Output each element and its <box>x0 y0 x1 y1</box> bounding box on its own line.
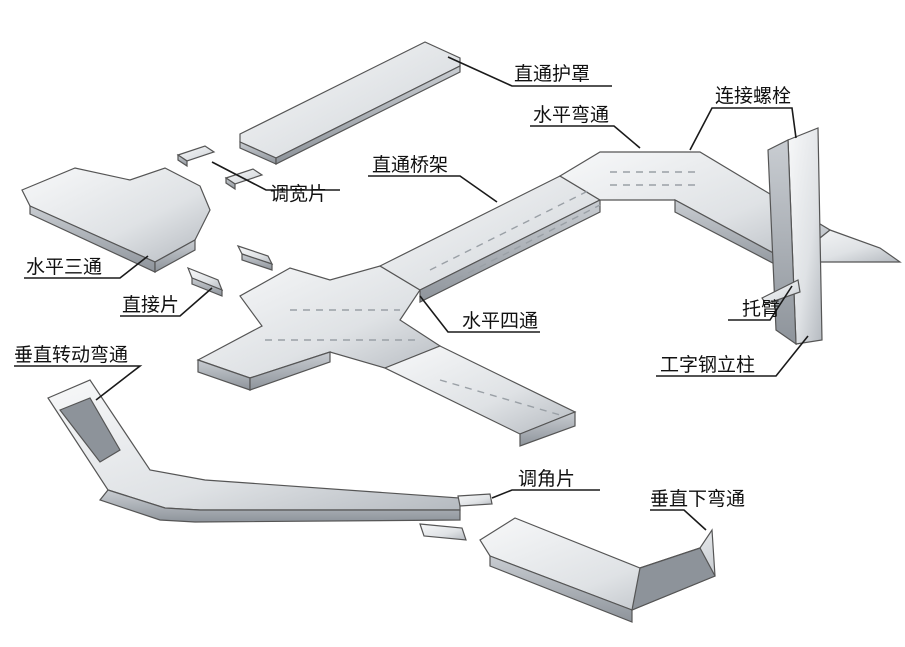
label-support-arm: 托臂 <box>742 298 781 320</box>
vertical-rotating-elbow-part <box>47 379 461 523</box>
width-adjust-pieces <box>176 145 264 191</box>
label-horizontal-cross: 水平四通 <box>462 310 539 332</box>
label-straight-connector: 直接片 <box>122 294 180 316</box>
label-horizontal-elbow: 水平弯通 <box>533 104 610 126</box>
angle-adjust-pieces <box>419 493 493 541</box>
label-vertical-down-elbow: 垂直下弯通 <box>650 488 746 510</box>
label-horizontal-tee: 水平三通 <box>26 256 103 278</box>
label-angle-adjust-piece: 调角片 <box>518 468 576 490</box>
straight-connector-pieces <box>186 244 274 297</box>
straight-cover-part <box>239 41 461 165</box>
leader-lines <box>14 56 809 531</box>
steel-column-part <box>761 127 823 346</box>
label-straight-cover: 直通护罩 <box>514 63 591 85</box>
vertical-down-elbow-part <box>479 517 716 623</box>
label-vertical-rotating-elbow: 垂直转动弯通 <box>14 344 129 366</box>
tray-main-assembly <box>196 151 902 447</box>
label-connecting-bolt: 连接螺栓 <box>715 85 792 107</box>
label-straight-tray: 直通桥架 <box>372 154 449 176</box>
label-width-adjust-piece: 调宽片 <box>270 183 328 205</box>
label-steel-column: 工字钢立柱 <box>660 354 756 376</box>
horizontal-tee-part <box>21 167 211 274</box>
